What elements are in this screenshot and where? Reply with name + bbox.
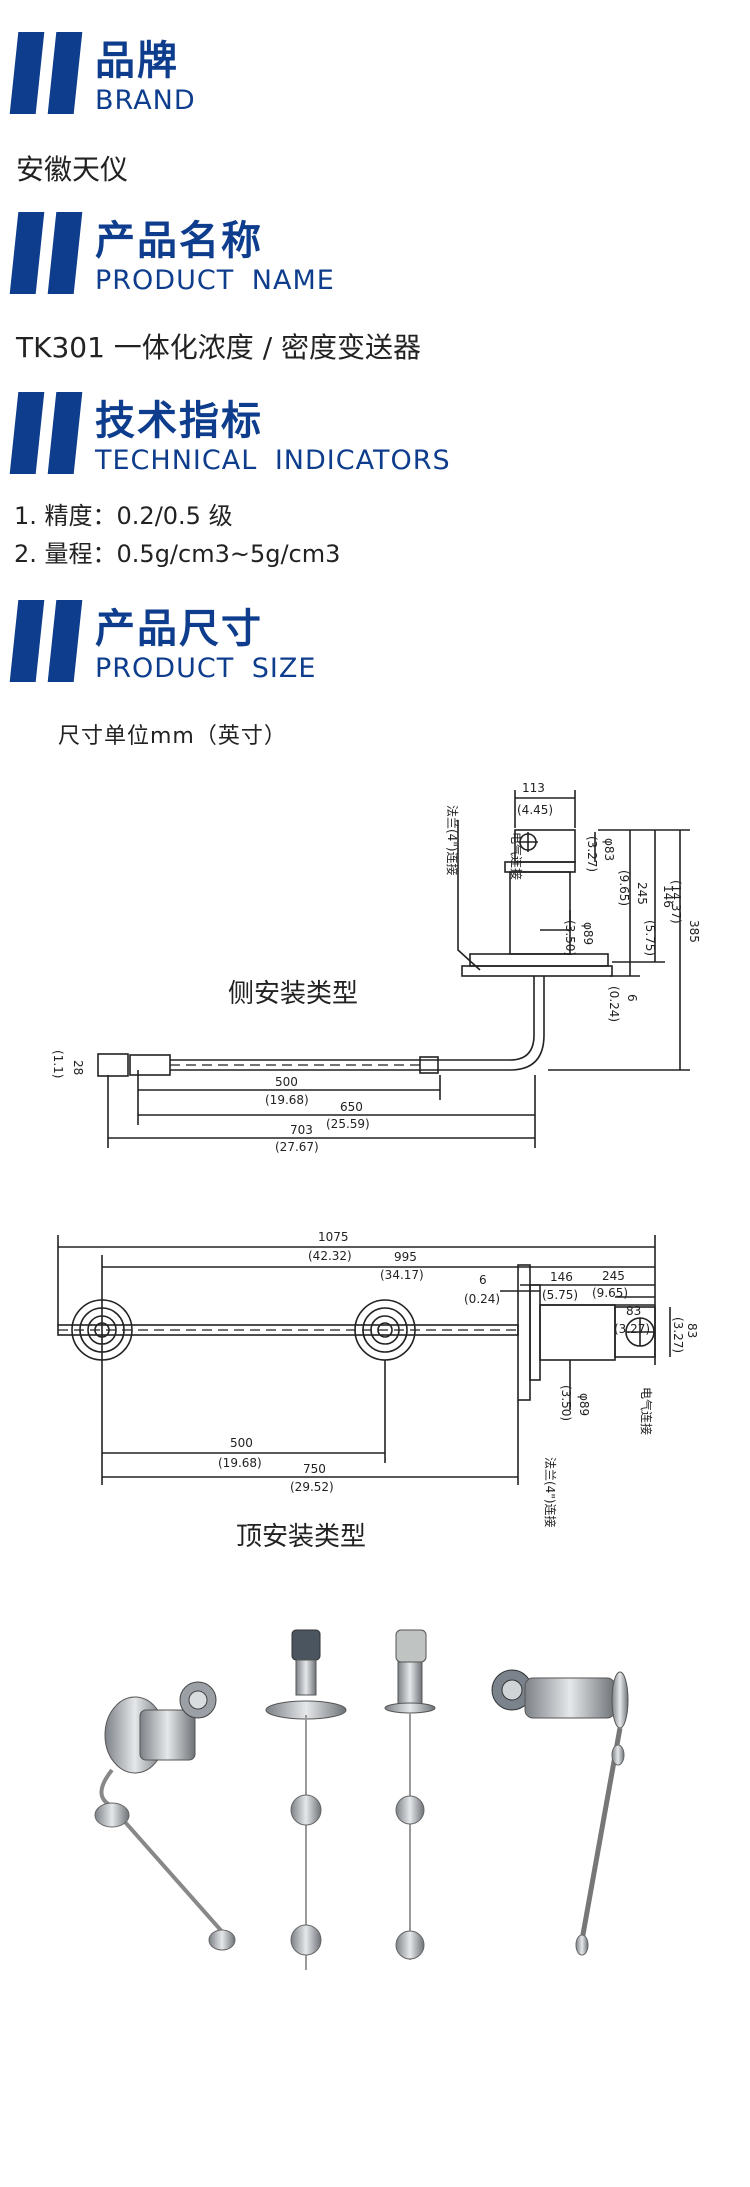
size-title-en: PRODUCT SIZE xyxy=(95,653,317,684)
dim-phi83-inch: (3.27) xyxy=(585,836,599,872)
product-photo-side-mount xyxy=(94,1681,236,1951)
product-name-title-cn: 产品名称 xyxy=(95,218,263,264)
dim-6-side-inch: (0.24) xyxy=(607,986,621,1022)
product-photo-side-mount-angled xyxy=(491,1669,629,1956)
dim-500: 500 xyxy=(275,1075,298,1089)
dim-146-side: 146 xyxy=(661,885,675,908)
dim-703-inch: (27.67) xyxy=(275,1140,319,1154)
spec-accuracy: 1. 精度：0.2/0.5 级 xyxy=(14,502,233,530)
product-photo-top-mount-b xyxy=(384,1629,436,1960)
brand-value: 安徽天仪 xyxy=(16,153,129,186)
product-photos xyxy=(94,1629,629,1970)
dim-650-inch: (25.59) xyxy=(326,1117,370,1131)
dim-6-top-inch: (0.24) xyxy=(464,1292,500,1306)
product-name-value: TK301 一体化浓度 / 密度变送器 xyxy=(16,331,422,364)
product-name-title-en: PRODUCT NAME xyxy=(95,265,335,296)
side-install-drawing: 侧安装类型 113 (4.45) 500 (19.68) 650 (25.59)… xyxy=(51,781,701,1154)
unit-note: 尺寸单位mm（英寸） xyxy=(58,724,287,749)
dim-83-side-top-inch: (3.27) xyxy=(671,1317,685,1353)
dim-146-top-inch: (5.75) xyxy=(542,1288,578,1302)
brand-title-cn: 品牌 xyxy=(95,38,179,84)
dim-245-side-inch: (9.65) xyxy=(617,870,631,906)
dim-995-inch: (34.17) xyxy=(380,1268,424,1282)
elec-label-top: 电气连接 xyxy=(639,1387,654,1435)
dim-1075-inch: (42.32) xyxy=(308,1249,352,1263)
heading-bars-icon xyxy=(9,212,83,294)
technical-title-cn: 技术指标 xyxy=(95,398,263,444)
dim-6-top: 6 xyxy=(479,1273,487,1287)
dim-83-top: 83 xyxy=(626,1304,641,1318)
dim-385-inch: (14.37) xyxy=(669,880,683,924)
dim-500-inch: (19.68) xyxy=(265,1093,309,1107)
dim-28: 28 xyxy=(71,1060,85,1075)
dim-phi89-top-inch: (3.50) xyxy=(559,1385,573,1421)
dim-245-top: 245 xyxy=(602,1269,625,1283)
spec-range: 2. 量程：0.5g/cm3~5g/cm3 xyxy=(14,540,341,568)
technical-title-en: TECHNICAL INDICATORS xyxy=(95,445,451,476)
dim-6-side: 6 xyxy=(625,994,639,1002)
dim-phi89-inch: (3.50) xyxy=(563,920,577,956)
dim-113-inch: (4.45) xyxy=(517,803,553,817)
dim-650: 650 xyxy=(340,1100,363,1114)
dim-750-inch: (29.52) xyxy=(290,1480,334,1494)
top-install-drawing: 顶安装类型 1075 (42.32) 995 (34.17) 245 (9.65… xyxy=(57,1230,699,1552)
dim-146-side-inch: (5.75) xyxy=(643,920,657,956)
product-photo-top-mount-a xyxy=(265,1629,347,1970)
elec-label-side: 电气连接 xyxy=(509,832,524,880)
heading-bars-icon xyxy=(9,32,83,114)
top-caption: 顶安装类型 xyxy=(236,1522,366,1552)
side-caption: 侧安装类型 xyxy=(228,979,358,1009)
dim-995: 995 xyxy=(394,1250,417,1264)
dim-750: 750 xyxy=(303,1462,326,1476)
dim-83-top-inch: (3.27) xyxy=(614,1322,650,1336)
dim-113: 113 xyxy=(522,781,545,795)
dim-245-top-inch: (9.65) xyxy=(592,1286,628,1300)
heading-bars-icon xyxy=(9,600,83,682)
dim-245-side: 245 xyxy=(635,882,649,905)
heading-bars-icon xyxy=(9,392,83,474)
dim-phi89-top: φ89 xyxy=(577,1393,591,1416)
dim-1075: 1075 xyxy=(318,1230,349,1244)
dim-703: 703 xyxy=(290,1123,313,1137)
flange-label-side: 法兰(4")连接 xyxy=(445,805,460,876)
dim-385: 385 xyxy=(687,920,701,943)
dim-phi83: φ83 xyxy=(602,838,616,861)
dim-500-top-inch: (19.68) xyxy=(218,1456,262,1470)
dim-28-inch: (1.1) xyxy=(51,1050,65,1078)
dim-83-side-top: 83 xyxy=(685,1323,699,1338)
dim-146-top: 146 xyxy=(550,1270,573,1284)
dim-phi89: φ89 xyxy=(581,922,595,945)
size-title-cn: 产品尺寸 xyxy=(95,606,263,652)
flange-label-top: 法兰(4")连接 xyxy=(543,1457,558,1528)
brand-title-en: BRAND xyxy=(95,85,196,116)
dim-500-top: 500 xyxy=(230,1436,253,1450)
